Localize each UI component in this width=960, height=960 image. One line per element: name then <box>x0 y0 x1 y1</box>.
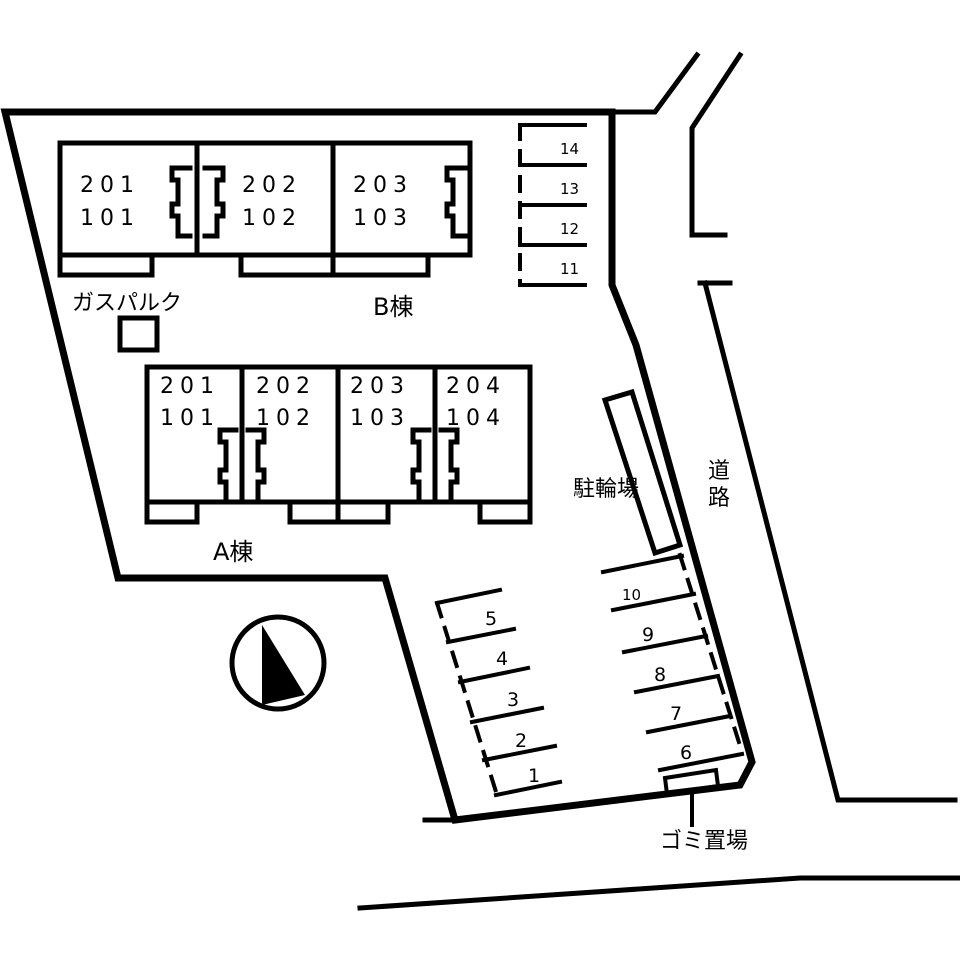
unit-a-202: 202 <box>256 374 316 399</box>
parking-6: 6 <box>680 742 692 764</box>
parking-2: 2 <box>515 730 527 752</box>
parking-1: 1 <box>528 765 540 787</box>
parking-14: 14 <box>560 140 579 158</box>
site-boundary <box>0 108 756 824</box>
north-compass <box>229 614 327 712</box>
unit-a-201: 201 <box>160 374 220 399</box>
parking-right-lines <box>600 552 745 773</box>
parking-top-lines <box>518 123 587 287</box>
parking-7: 7 <box>670 703 682 725</box>
parking-left-lines <box>434 587 563 798</box>
bicycle-parking-label: 駐輪場 <box>573 477 639 502</box>
garbage-label: ゴミ置場 <box>660 829 748 854</box>
unit-b-103: 103 <box>353 206 413 231</box>
parking-4: 4 <box>496 648 508 670</box>
unit-b-101: 101 <box>80 206 140 231</box>
unit-a-104: 104 <box>446 406 506 431</box>
garbage-area <box>662 767 721 797</box>
parking-9: 9 <box>642 624 654 646</box>
road-label-2: 路 <box>708 486 730 511</box>
unit-a-103: 103 <box>350 406 410 431</box>
bicycle-parking-area <box>601 388 684 557</box>
building-a-label: A棟 <box>213 538 253 566</box>
unit-a-102: 102 <box>256 406 316 431</box>
road-label-1: 道 <box>708 459 730 484</box>
parking-8: 8 <box>654 664 666 686</box>
parking-3: 3 <box>507 689 519 711</box>
building-b-label: B棟 <box>373 293 413 321</box>
gas-meter-box <box>117 315 160 353</box>
unit-b-202: 202 <box>242 173 302 198</box>
unit-b-203: 203 <box>353 173 413 198</box>
parking-5: 5 <box>485 608 497 630</box>
road-lines <box>357 51 960 911</box>
parking-13: 13 <box>560 180 579 198</box>
gas-label: ガスパルク <box>72 291 182 316</box>
north-arrow-icon <box>262 625 305 705</box>
building-a-outline <box>144 364 533 525</box>
parking-12: 12 <box>560 220 579 238</box>
unit-a-101: 101 <box>160 406 220 431</box>
unit-b-201: 201 <box>80 173 140 198</box>
parking-11: 11 <box>560 260 579 278</box>
unit-a-204: 204 <box>446 374 506 399</box>
unit-b-102: 102 <box>242 206 302 231</box>
parking-10: 10 <box>622 586 641 604</box>
unit-a-203: 203 <box>350 374 410 399</box>
building-b-outline <box>57 140 473 278</box>
